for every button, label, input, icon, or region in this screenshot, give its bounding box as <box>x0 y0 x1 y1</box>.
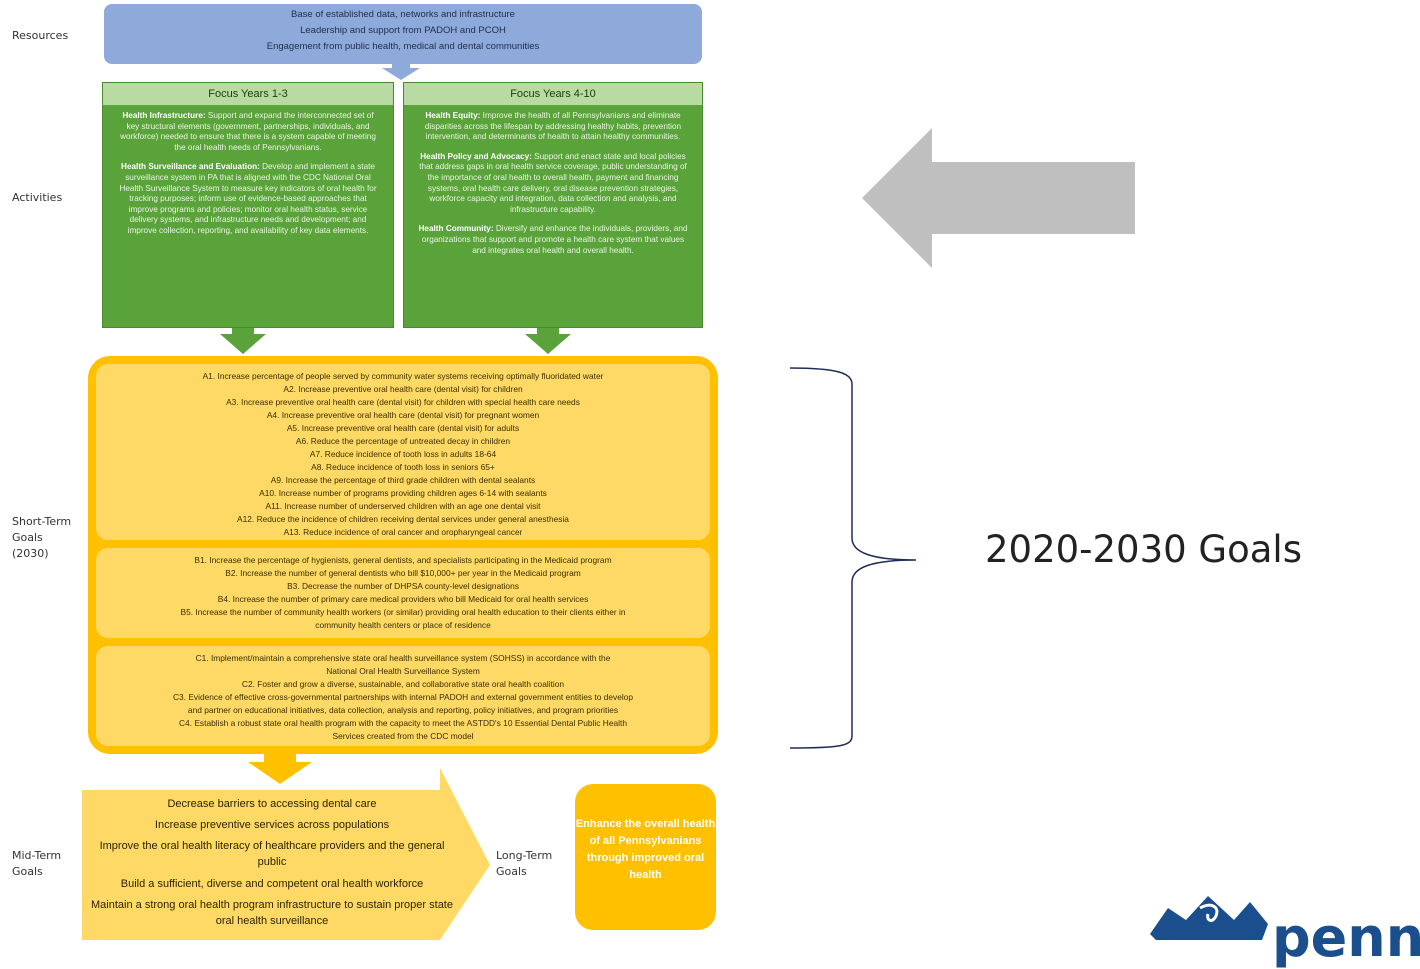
goal-a-item: A6. Reduce the percentage of untreated d… <box>295 436 511 446</box>
label-mid-term-line: Goals <box>12 865 43 878</box>
goal-c-item: Services created from the CDC model <box>332 731 474 741</box>
activity-heading: Health Equity: <box>425 111 481 120</box>
goal-a-item: A2. Increase preventive oral health care… <box>283 384 523 394</box>
goal-c-item: and partner on educational initiatives, … <box>187 705 619 715</box>
mid-term-item: Decrease barriers to accessing dental ca… <box>167 798 377 810</box>
focus-years-4-10-body: Health Equity: Improve the health of all… <box>404 105 702 256</box>
activity-item: Health Surveillance and Evaluation: Deve… <box>115 162 381 236</box>
logo-wordmark: penns <box>1272 906 1420 969</box>
arrow-resources-down <box>382 64 420 80</box>
label-short-term-line: Short-Term <box>12 515 72 528</box>
label-activities: Activities <box>12 191 63 204</box>
goal-c-item: C3. Evidence of effective cross-governme… <box>172 692 634 702</box>
mid-term-item: Improve the oral health literacy of heal… <box>99 840 445 868</box>
goal-b-item: B5. Increase the number of community hea… <box>180 607 626 617</box>
activity-item: Health Community: Diversify and enhance … <box>416 224 690 256</box>
goal-group-a: A1. Increase percentage of people served… <box>96 364 710 540</box>
resources-box: Base of established data, networks and i… <box>104 4 702 64</box>
focus-years-1-3-column: Focus Years 1-3 Health Infrastructure: S… <box>102 82 394 328</box>
big-gray-left-arrow <box>862 128 1135 268</box>
label-short-term-line: Goals <box>12 531 43 544</box>
activity-item: Health Policy and Advocacy: Support and … <box>416 152 690 216</box>
goal-c-item: C1. Implement/maintain a comprehensive s… <box>195 653 611 663</box>
goal-group-b: B1. Increase the percentage of hygienist… <box>96 548 710 638</box>
focus-years-1-3-body: Health Infrastructure: Support and expan… <box>103 105 393 237</box>
activity-heading: Health Infrastructure: <box>122 111 206 120</box>
mid-term-arrow-shape <box>82 768 490 940</box>
activity-text: Support and expand the interconnected se… <box>120 111 376 152</box>
goal-a-item: A4. Increase preventive oral health care… <box>266 410 540 420</box>
label-long-term: Long-Term Goals <box>496 848 552 880</box>
goal-a-item: A5. Increase preventive oral health care… <box>286 423 520 433</box>
goal-b-item: community health centers or place of res… <box>315 620 491 630</box>
goal-a-item: A13. Reduce incidence of oral cancer and… <box>283 527 523 537</box>
activity-heading: Health Policy and Advocacy: <box>420 151 532 161</box>
goal-b-item: B1. Increase the percentage of hygienist… <box>194 555 612 565</box>
activity-text: Develop and implement a state surveillan… <box>119 162 377 235</box>
goal-c-item: C4. Establish a robust state oral health… <box>178 718 628 728</box>
keystone-logo-icon <box>1150 896 1268 940</box>
activity-heading: Health Surveillance and Evaluation: <box>121 162 260 172</box>
goal-c-item: C2. Foster and grow a diverse, sustainab… <box>241 679 565 689</box>
resource-item: Engagement from public health, medical a… <box>266 41 540 52</box>
goal-a-item: A8. Reduce incidence of tooth loss in se… <box>311 462 495 472</box>
arrow-left-activities-down <box>220 328 266 354</box>
resource-item: Base of established data, networks and i… <box>291 9 515 20</box>
focus-years-4-10-column: Focus Years 4-10 Health Equity: Improve … <box>403 82 703 328</box>
label-mid-term: Mid-Term Goals <box>12 848 61 880</box>
mid-term-item: Increase preventive services across popu… <box>154 819 390 831</box>
focus-years-4-10-title: Focus Years 4-10 <box>404 83 702 105</box>
goal-a-item: A3. Increase preventive oral health care… <box>226 397 580 407</box>
label-resources: Resources <box>12 29 69 42</box>
goal-a-item: A9. Increase the percentage of third gra… <box>270 475 536 485</box>
goal-a-item: A11. Increase number of underserved chil… <box>265 501 541 511</box>
connector-arrows <box>82 64 1135 940</box>
label-long-term-line: Goals <box>496 865 527 878</box>
goal-a-item: A7. Reduce incidence of tooth loss in ad… <box>309 449 497 459</box>
mid-term-item: Build a sufficient, diverse and competen… <box>120 878 424 890</box>
goal-b-item: B2. Increase the number of general denti… <box>225 568 581 578</box>
goal-group-c: C1. Implement/maintain a comprehensive s… <box>96 646 710 746</box>
label-mid-term-line: Mid-Term <box>12 849 62 862</box>
activity-text: Support and enact state and local polici… <box>419 151 687 214</box>
activity-text: Diversify and enhance the individuals, p… <box>421 224 688 255</box>
goal-a-item: A12. Reduce the incidence of children re… <box>237 514 569 524</box>
resource-item: Leadership and support from PADOH and PC… <box>300 25 506 36</box>
activity-text: Improve the health of all Pennsylvanians… <box>424 111 682 142</box>
focus-years-1-3-title: Focus Years 1-3 <box>103 83 393 105</box>
arrow-goals-down <box>248 752 312 784</box>
long-term-goal-box: Enhance the overall health of all Pennsy… <box>575 784 716 930</box>
arrow-right-activities-down <box>525 328 571 354</box>
curly-brace <box>789 367 917 749</box>
goal-a-item: A1. Increase percentage of people served… <box>202 371 604 381</box>
label-short-term: Short-Term Goals (2030) <box>12 514 71 562</box>
activity-item: Health Infrastructure: Support and expan… <box>115 111 381 153</box>
goal-a-item: A10. Increase number of programs providi… <box>259 488 547 498</box>
mid-term-goals: Decrease barriers to accessing dental ca… <box>82 790 462 940</box>
activity-item: Health Equity: Improve the health of all… <box>416 111 690 143</box>
label-long-term-line: Long-Term <box>496 849 553 862</box>
mid-term-item: Maintain a strong oral health program in… <box>91 899 453 927</box>
goal-b-item: B3. Decrease the number of DHPSA county-… <box>287 581 519 591</box>
short-term-goals-container: A1. Increase percentage of people served… <box>88 356 718 754</box>
label-short-term-line: (2030) <box>12 547 49 560</box>
goal-b-item: B4. Increase the number of primary care … <box>217 594 589 604</box>
goals-title: 2020-2030 Goals <box>985 528 1302 571</box>
activity-heading: Health Community: <box>418 224 494 234</box>
goal-c-item: National Oral Health Surveillance System <box>326 666 480 676</box>
